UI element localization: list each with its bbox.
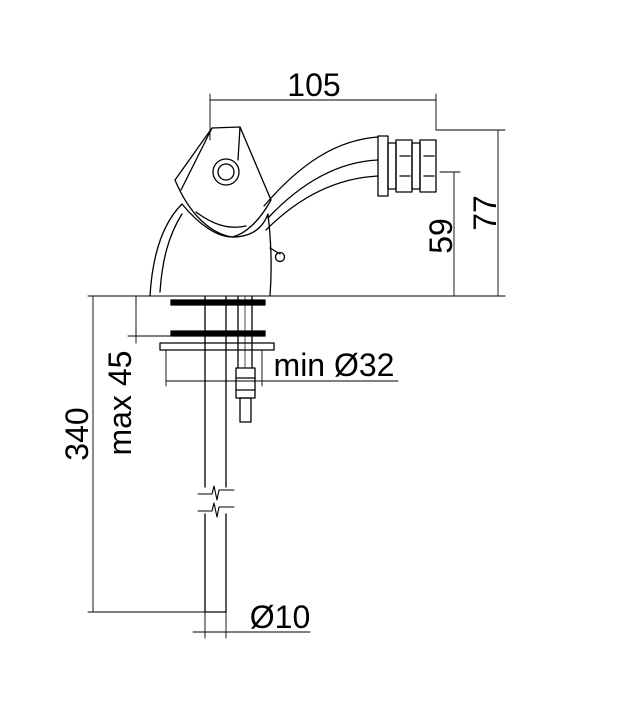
mounting-assembly <box>159 295 275 423</box>
mixer-body <box>149 126 272 297</box>
dimension-label-105: 105 <box>287 67 340 103</box>
dimension-label-max-45: max 45 <box>102 351 138 456</box>
dimension-label-59: 59 <box>423 218 459 254</box>
dimension-lines <box>87 93 506 639</box>
spout-arm <box>263 136 379 231</box>
dimension-label-340: 340 <box>59 407 95 460</box>
dimension-label-pipe-diameter: Ø10 <box>250 599 310 635</box>
supply-pipe <box>197 347 235 613</box>
dimension-label-min-hole: min Ø32 <box>274 347 395 383</box>
dimension-label-77: 77 <box>467 195 503 231</box>
pop-up-rod-knob <box>269 247 286 263</box>
swivel-nozzle <box>377 135 437 197</box>
